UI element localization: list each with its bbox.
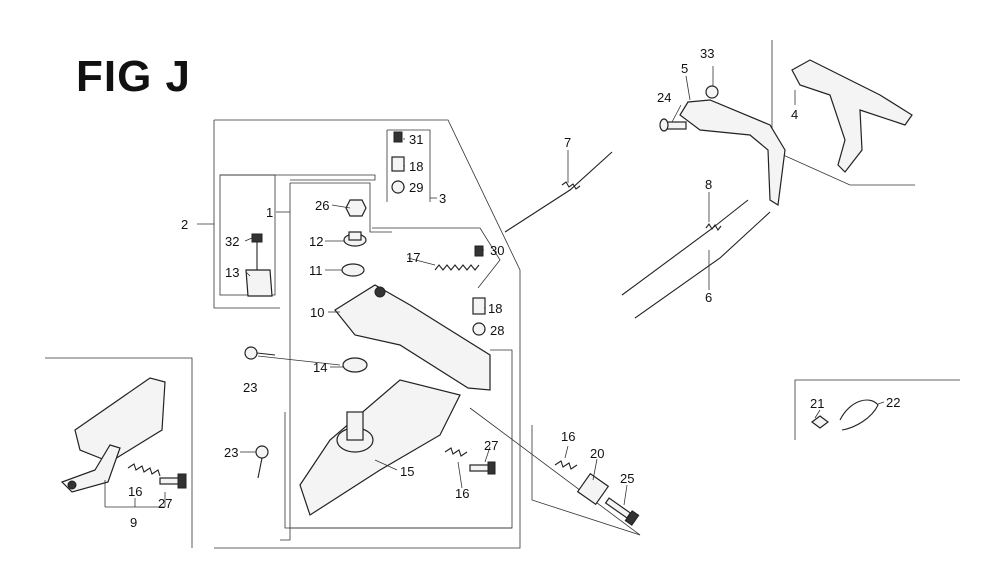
spring-16-center-part (444, 447, 468, 457)
callout-18-lower: 18 (488, 301, 502, 316)
rod-6-part (634, 211, 771, 319)
group-outline-left-assembly (45, 357, 193, 548)
nut-29-part (391, 180, 405, 194)
group-outline-16-25 (469, 407, 641, 536)
bolt-31-part (393, 131, 403, 143)
spring-17-part (434, 264, 480, 271)
callout-7: 7 (564, 135, 571, 150)
washer-12-part (343, 231, 367, 247)
callout-10: 10 (310, 305, 324, 320)
nut-33-part (705, 85, 719, 99)
leader-lines (104, 66, 885, 508)
washer-11-part (341, 263, 365, 277)
callout-6: 6 (705, 290, 712, 305)
callout-3: 3 (439, 191, 446, 206)
rod-8-part (621, 199, 749, 296)
rod-7-part (504, 151, 613, 233)
callout-20: 20 (590, 446, 604, 461)
lever-10-part (334, 284, 491, 391)
bolt-25-part (604, 497, 640, 526)
collar-18-lower-part (472, 297, 486, 315)
callout-2: 2 (181, 217, 188, 232)
callout-31: 31 (409, 132, 423, 147)
callout-11: 11 (309, 263, 323, 278)
callout-30: 30 (490, 243, 504, 258)
callout-16-center: 16 (455, 486, 469, 501)
spring-16-right-part (554, 460, 578, 470)
nut-26-part (345, 199, 367, 217)
bolt-27-center-part (469, 461, 496, 475)
clip-21-part (811, 415, 829, 429)
group-outline-4 (771, 40, 915, 186)
callout-25: 25 (620, 471, 634, 486)
bolt-32-part (251, 233, 263, 270)
callout-23-lower: 23 (224, 445, 238, 460)
callout-16-right: 16 (561, 429, 575, 444)
nut-28-part (472, 322, 486, 336)
arm-5-part (679, 99, 786, 207)
callout-9: 9 (130, 515, 137, 530)
left-throttle-assembly-part (60, 377, 166, 493)
callout-17: 17 (406, 250, 420, 265)
bolt-23-upper-part (244, 346, 276, 360)
group-outline-15 (284, 412, 512, 529)
figure-title: FIG J (76, 52, 192, 101)
callout-5: 5 (681, 61, 688, 76)
callout-18-upper: 18 (409, 159, 423, 174)
lever-4-part (791, 59, 913, 173)
callout-4: 4 (791, 107, 798, 122)
callout-12: 12 (309, 234, 323, 249)
bolt-23-lower-part (255, 445, 269, 479)
callout-29: 29 (409, 180, 423, 195)
collar-18-upper-part (391, 156, 405, 172)
group-outline-1 (219, 174, 392, 541)
bracket-13-part (245, 269, 273, 297)
bolt-24-part (659, 118, 687, 132)
callout-8: 8 (705, 177, 712, 192)
group-outline-2 (213, 119, 521, 549)
callout-13: 13 (225, 265, 239, 280)
bolt-30-part (474, 245, 484, 257)
callout-28: 28 (490, 323, 504, 338)
washer-14-part (342, 357, 368, 373)
callout-21: 21 (810, 396, 824, 411)
callout-23-upper: 23 (243, 380, 257, 395)
chain-22-part (839, 399, 879, 431)
callout-26: 26 (315, 198, 329, 213)
callout-27-left: 27 (158, 496, 172, 511)
plate-15-part (299, 379, 461, 516)
group-outline-21-22 (794, 379, 960, 440)
callout-14: 14 (313, 360, 327, 375)
callout-16-left: 16 (128, 484, 142, 499)
left-bolt-part (159, 473, 187, 489)
sleeve-20-part (576, 472, 610, 506)
callout-32: 32 (225, 234, 239, 249)
callout-1: 1 (266, 205, 273, 220)
callout-22: 22 (886, 395, 900, 410)
callout-33: 33 (700, 46, 714, 61)
callout-27-center: 27 (484, 438, 498, 453)
callout-15: 15 (400, 464, 414, 479)
callout-24: 24 (657, 90, 671, 105)
left-spring-part (127, 463, 161, 477)
